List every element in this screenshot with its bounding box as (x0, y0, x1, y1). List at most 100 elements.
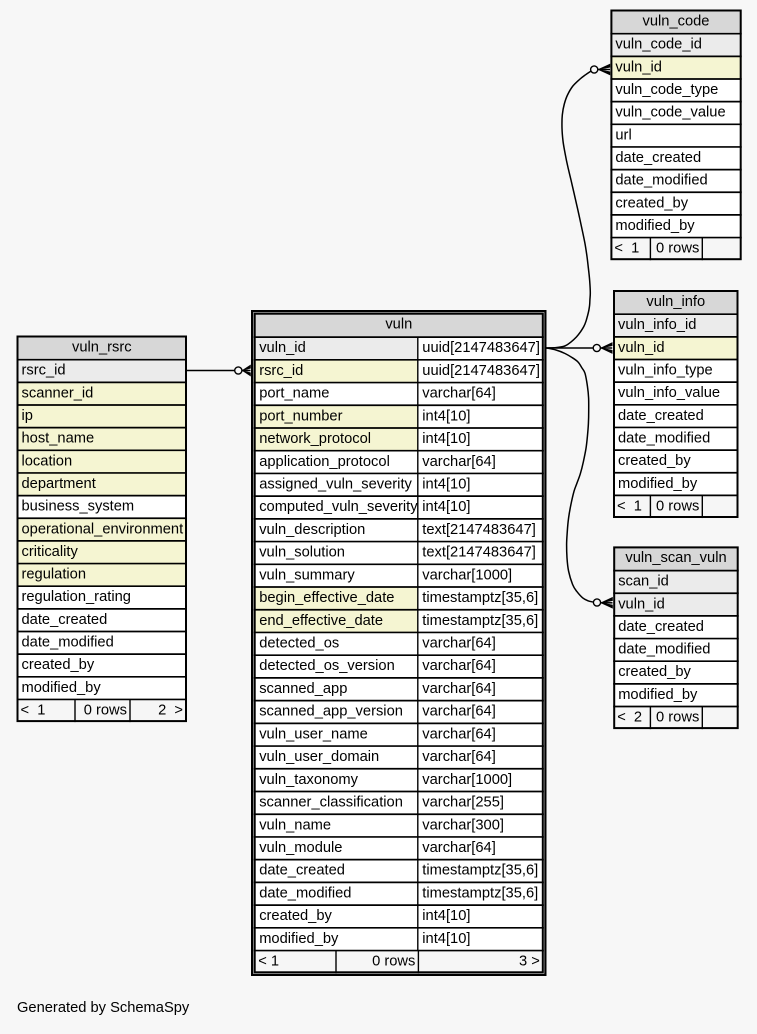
svg-text:uuid[2147483647]: uuid[2147483647] (422, 340, 540, 356)
svg-text:regulation_rating: regulation_rating (22, 589, 131, 605)
svg-text:vuln_taxonomy: vuln_taxonomy (259, 772, 358, 788)
svg-text:modified_by: modified_by (615, 218, 695, 234)
svg-text:vuln_scan_vuln: vuln_scan_vuln (625, 550, 726, 566)
svg-text:vuln_rsrc: vuln_rsrc (72, 339, 132, 355)
svg-text:varchar[64]: varchar[64] (422, 840, 495, 856)
svg-text:regulation: regulation (22, 567, 87, 583)
svg-text:varchar[64]: varchar[64] (422, 681, 495, 697)
svg-text:< 2: < 2 (617, 710, 642, 726)
svg-text:vuln_info: vuln_info (646, 294, 705, 310)
svg-text:varchar[255]: varchar[255] (422, 795, 504, 811)
svg-text:varchar[64]: varchar[64] (422, 726, 495, 742)
svg-text:vuln_id: vuln_id (259, 340, 306, 356)
svg-text:date_modified: date_modified (22, 635, 114, 651)
svg-text:vuln_solution: vuln_solution (259, 545, 345, 561)
svg-text:varchar[1000]: varchar[1000] (422, 772, 512, 788)
svg-text:begin_effective_date: begin_effective_date (259, 590, 394, 606)
svg-text:vuln_info_value: vuln_info_value (618, 385, 720, 401)
svg-text:timestamptz[35,6]: timestamptz[35,6] (422, 613, 538, 629)
svg-text:< 1: < 1 (617, 498, 642, 514)
svg-text:scanner_id: scanner_id (22, 385, 94, 401)
svg-text:vuln_description: vuln_description (259, 522, 365, 538)
svg-text:0 rows: 0 rows (656, 241, 699, 257)
svg-text:date_created: date_created (618, 408, 704, 424)
svg-text:timestamptz[35,6]: timestamptz[35,6] (422, 885, 538, 901)
svg-text:operational_environment: operational_environment (22, 521, 184, 537)
svg-text:scanner_classification: scanner_classification (259, 795, 403, 811)
svg-text:vuln_name: vuln_name (259, 817, 331, 833)
svg-text:date_modified: date_modified (615, 173, 707, 189)
svg-text:application_protocol: application_protocol (259, 454, 390, 470)
svg-text:vuln_id: vuln_id (618, 340, 665, 356)
svg-text:date_modified: date_modified (618, 431, 710, 447)
svg-text:text[2147483647]: text[2147483647] (422, 522, 536, 538)
svg-text:location: location (22, 453, 73, 469)
svg-text:computed_vuln_severity: computed_vuln_severity (259, 499, 418, 515)
svg-text:varchar[64]: varchar[64] (422, 749, 495, 765)
svg-text:date_modified: date_modified (259, 885, 351, 901)
svg-text:created_by: created_by (615, 195, 688, 211)
svg-text:< 1: < 1 (614, 241, 639, 257)
svg-text:vuln_id: vuln_id (615, 59, 662, 75)
svg-text:varchar[64]: varchar[64] (422, 454, 495, 470)
svg-text:0 rows: 0 rows (372, 954, 415, 970)
svg-text:0 rows: 0 rows (656, 498, 699, 514)
svg-text:ip: ip (22, 408, 33, 424)
svg-text:vuln_code: vuln_code (643, 13, 710, 29)
svg-text:varchar[300]: varchar[300] (422, 817, 504, 833)
svg-text:criticality: criticality (22, 544, 79, 560)
svg-text:rsrc_id: rsrc_id (259, 363, 303, 379)
svg-text:varchar[64]: varchar[64] (422, 658, 495, 674)
svg-text:Generated by SchemaSpy: Generated by SchemaSpy (17, 1000, 190, 1016)
svg-text:vuln_code_id: vuln_code_id (615, 37, 702, 53)
svg-text:int4[10]: int4[10] (422, 931, 470, 947)
svg-text:2 >: 2 > (158, 703, 183, 719)
svg-text:modified_by: modified_by (22, 680, 102, 696)
svg-text:end_effective_date: end_effective_date (259, 613, 383, 629)
svg-text:< 1: < 1 (21, 703, 46, 719)
svg-text:created_by: created_by (618, 453, 691, 469)
svg-text:uuid[2147483647]: uuid[2147483647] (422, 363, 540, 379)
svg-text:date_created: date_created (615, 150, 701, 166)
svg-text:timestamptz[35,6]: timestamptz[35,6] (422, 590, 538, 606)
svg-text:date_created: date_created (259, 863, 345, 879)
svg-text:< 1: < 1 (258, 954, 279, 970)
svg-text:modified_by: modified_by (259, 931, 339, 947)
svg-text:rsrc_id: rsrc_id (22, 363, 66, 379)
svg-text:varchar[64]: varchar[64] (422, 636, 495, 652)
svg-text:vuln_module: vuln_module (259, 840, 342, 856)
svg-text:vuln_code_value: vuln_code_value (615, 105, 725, 121)
svg-text:date_created: date_created (22, 612, 108, 628)
svg-text:date_created: date_created (618, 619, 704, 635)
svg-text:network_protocol: network_protocol (259, 431, 371, 447)
svg-text:host_name: host_name (22, 431, 95, 447)
svg-text:department: department (22, 476, 96, 492)
svg-text:port_name: port_name (259, 386, 329, 402)
svg-text:detected_os_version: detected_os_version (259, 658, 395, 674)
svg-text:int4[10]: int4[10] (422, 408, 470, 424)
svg-text:detected_os: detected_os (259, 636, 339, 652)
svg-text:vuln_summary: vuln_summary (259, 567, 355, 583)
svg-text:business_system: business_system (22, 499, 135, 515)
svg-text:int4[10]: int4[10] (422, 908, 470, 924)
svg-text:url: url (615, 127, 631, 143)
svg-text:int4[10]: int4[10] (422, 499, 470, 515)
svg-text:scan_id: scan_id (618, 574, 669, 590)
svg-text:timestamptz[35,6]: timestamptz[35,6] (422, 863, 538, 879)
svg-text:vuln_info_id: vuln_info_id (618, 317, 696, 333)
svg-text:scanned_app: scanned_app (259, 681, 347, 697)
svg-text:vuln_info_type: vuln_info_type (618, 363, 713, 379)
svg-text:vuln_user_domain: vuln_user_domain (259, 749, 379, 765)
svg-text:varchar[64]: varchar[64] (422, 386, 495, 402)
svg-text:created_by: created_by (22, 657, 95, 673)
svg-text:0 rows: 0 rows (84, 703, 127, 719)
svg-text:created_by: created_by (259, 908, 332, 924)
svg-text:scanned_app_version: scanned_app_version (259, 704, 403, 720)
svg-text:int4[10]: int4[10] (422, 477, 470, 493)
svg-text:0 rows: 0 rows (656, 710, 699, 726)
svg-text:date_modified: date_modified (618, 642, 710, 658)
svg-text:created_by: created_by (618, 664, 691, 680)
svg-text:vuln: vuln (385, 317, 412, 333)
svg-text:varchar[64]: varchar[64] (422, 704, 495, 720)
svg-text:port_number: port_number (259, 408, 342, 424)
